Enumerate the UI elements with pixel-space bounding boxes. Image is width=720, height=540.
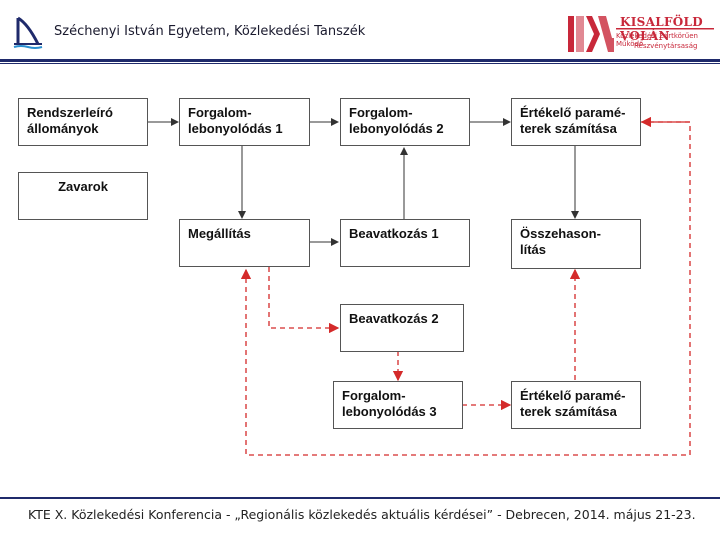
dashed-arrow-to-beavatkozas2 [268, 267, 340, 334]
node-label: Beavatkozás 1 [349, 226, 439, 241]
node-megallitas: Megállítás [179, 219, 310, 267]
node-forgalom3: Forgalom- lebonyolódás 3 [333, 381, 463, 429]
dashed-feedback-loop [240, 121, 691, 456]
node-label: Rendszerleíró állományok [27, 105, 113, 136]
node-label: Összehason- lítás [520, 226, 601, 257]
footer-divider [0, 497, 720, 499]
node-label: Beavatkozás 2 [349, 311, 439, 326]
node-beavatkozas2: Beavatkozás 2 [340, 304, 464, 352]
node-osszehasonlitas: Összehason- lítás [511, 219, 641, 269]
node-forgalom1: Forgalom- lebonyolódás 1 [179, 98, 310, 146]
kv-logo-name: KISALFÖLD VOLÁN [620, 15, 703, 43]
node-zavarok: Zavarok [18, 172, 148, 220]
node-ertekelo1: Értékelő paramé- terek számítása [511, 98, 641, 146]
node-rendszerleiro: Rendszerleíró állományok [18, 98, 148, 146]
header-title: Széchenyi István Egyetem, Közlekedési Ta… [54, 24, 366, 39]
header-divider-thin [0, 63, 720, 64]
node-forgalom2: Forgalom- lebonyolódás 2 [340, 98, 470, 146]
node-label: Zavarok [58, 179, 108, 194]
node-label: Forgalom- lebonyolódás 3 [342, 388, 437, 419]
node-label: Forgalom- lebonyolódás 2 [349, 105, 444, 136]
node-label: Értékelő paramé- terek számítása [520, 105, 626, 136]
university-logo [12, 14, 44, 50]
node-label: Értékelő paramé- terek számítása [520, 388, 626, 419]
header-divider [0, 59, 720, 62]
node-ertekelo2: Értékelő paramé- terek számítása [511, 381, 641, 429]
node-label: Megállítás [188, 226, 251, 241]
kv-logo-subtitle-2: Részvénytársaság [634, 42, 698, 50]
kisalfold-volan-logo [568, 14, 716, 54]
node-beavatkozas1: Beavatkozás 1 [340, 219, 470, 267]
kv-logo-subtitle-1: Közlekedési Zártkörűen Működő [616, 32, 698, 48]
node-label: Forgalom- lebonyolódás 1 [188, 105, 283, 136]
footer-text: KTE X. Közlekedési Konferencia - „Region… [28, 507, 696, 522]
